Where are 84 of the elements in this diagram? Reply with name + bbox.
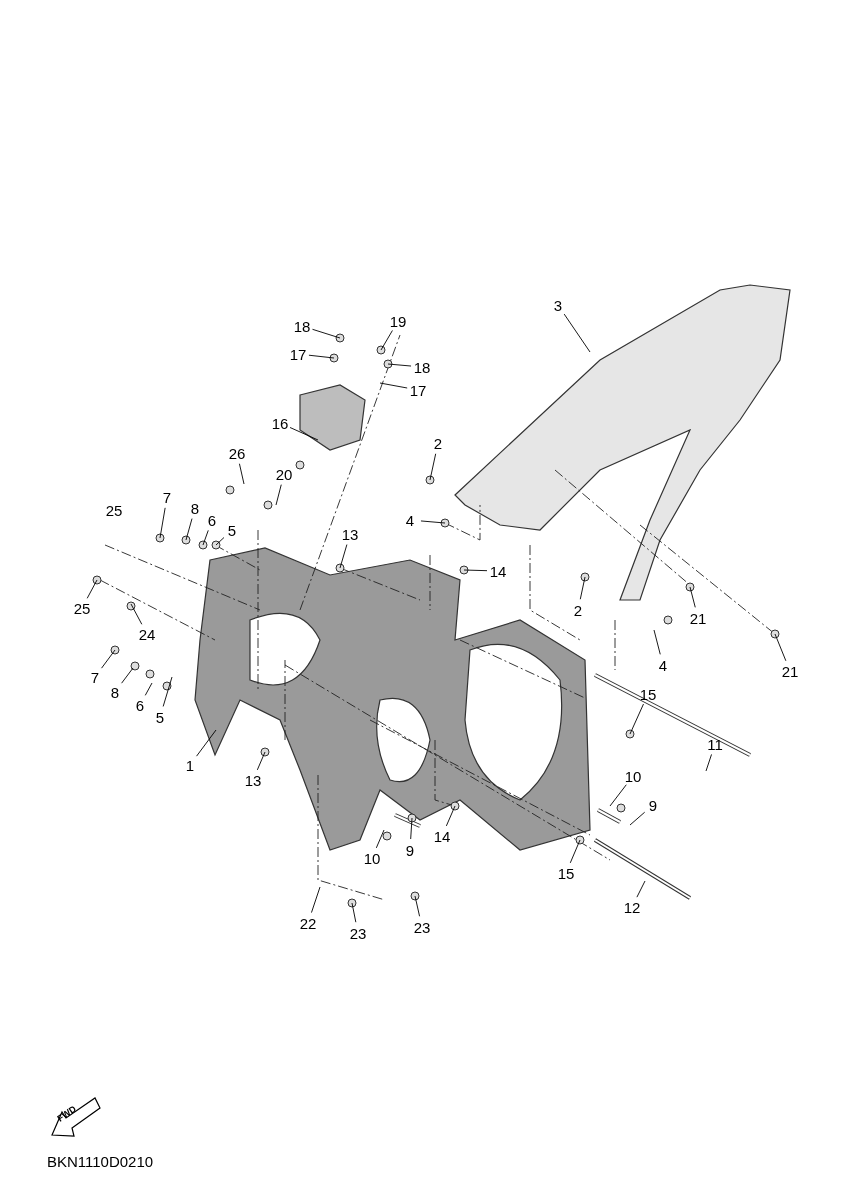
leader-line — [579, 576, 586, 600]
callout-number: 17 — [409, 381, 427, 399]
callout-number: 8 — [110, 683, 120, 701]
leader-line — [569, 839, 581, 864]
leader-line — [705, 754, 712, 772]
leader-line — [636, 880, 646, 898]
leader-line — [387, 363, 412, 367]
leader-line — [215, 537, 225, 546]
leader-line — [256, 751, 266, 771]
leader-line — [689, 586, 696, 608]
leader-line — [774, 633, 787, 662]
leader-line — [339, 544, 348, 569]
callout-number: 3 — [553, 296, 563, 314]
leader-line — [121, 667, 134, 684]
callout-number: 2 — [433, 434, 443, 452]
leader-line — [185, 518, 193, 541]
leader-line — [86, 579, 98, 599]
callout-number: 10 — [624, 767, 642, 785]
callout-number: 4 — [658, 656, 668, 674]
leader-line — [308, 354, 335, 359]
leader-line — [653, 629, 661, 655]
leader-line — [410, 817, 413, 840]
leader-line — [351, 902, 357, 923]
callout-number: 26 — [228, 444, 246, 462]
callout-number: 23 — [413, 918, 431, 936]
leader-line — [379, 382, 408, 389]
callout-number: 7 — [90, 668, 100, 686]
callout-number: 18 — [413, 358, 431, 376]
callout-number: 24 — [138, 625, 156, 643]
callout-number: 5 — [227, 521, 237, 539]
leader-line — [196, 729, 217, 757]
callout-number: 21 — [689, 609, 707, 627]
leader-line — [463, 569, 488, 572]
callout-number: 6 — [207, 511, 217, 529]
leader-line — [275, 484, 282, 506]
callout-number: 4 — [405, 511, 415, 529]
callout-number: 14 — [489, 562, 507, 580]
leader-line — [159, 507, 166, 539]
leader-line — [414, 895, 421, 917]
leader-line — [311, 886, 321, 913]
leader-line — [289, 427, 319, 441]
callout-number: 5 — [155, 708, 165, 726]
callout-number: 18 — [293, 317, 311, 335]
callout-number: 16 — [271, 414, 289, 432]
callout-number: 11 — [707, 735, 723, 753]
leader-line — [162, 676, 173, 707]
callout-number: 22 — [299, 914, 317, 932]
callout-number: 20 — [275, 465, 293, 483]
callout-number: 25 — [73, 599, 91, 617]
leader-line — [629, 811, 646, 826]
callout-number: 8 — [190, 499, 200, 517]
callout-number: 1 — [185, 756, 195, 774]
callout-number: 17 — [289, 345, 307, 363]
callout-number: 7 — [162, 488, 172, 506]
leader-line — [429, 453, 437, 481]
callout-number: 21 — [781, 662, 799, 680]
leader-line — [202, 529, 209, 546]
diagram-code: BKN1110D0210 — [46, 1152, 154, 1170]
callout-number: 14 — [433, 827, 451, 845]
leader-line — [380, 330, 393, 351]
leader-line — [609, 784, 627, 807]
callout-number: 2 — [573, 601, 583, 619]
callout-number: 6 — [135, 696, 145, 714]
leader-line — [445, 805, 456, 827]
callout-number: 15 — [557, 864, 575, 882]
leader-line — [130, 603, 143, 625]
leader-line — [375, 829, 385, 849]
callout-number: 9 — [405, 841, 415, 859]
callout-number: 15 — [639, 685, 657, 703]
callout-number: 23 — [349, 924, 367, 942]
callout-number: 13 — [341, 525, 359, 543]
leader-line — [312, 328, 341, 339]
callout-number: 12 — [623, 898, 641, 916]
callout-number: 25 — [105, 501, 123, 519]
callout-number: 19 — [389, 312, 407, 330]
leader-line — [238, 463, 245, 485]
leader-line — [144, 682, 153, 696]
leader-line — [629, 703, 644, 735]
callout-number: 10 — [363, 849, 381, 867]
leader-line — [101, 649, 116, 669]
callout-number: 9 — [648, 796, 658, 814]
leader-line — [563, 313, 591, 353]
callout-number: 13 — [244, 771, 262, 789]
leader-line — [420, 520, 446, 524]
